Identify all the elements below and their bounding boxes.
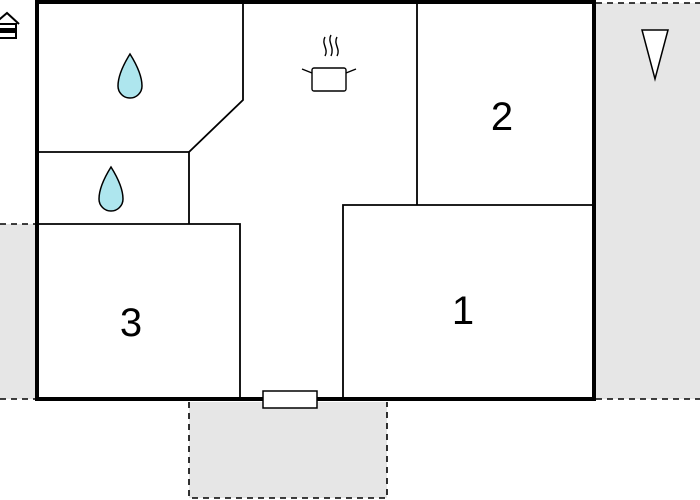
terrace-bottom <box>189 402 387 498</box>
wall-room-3 <box>37 223 241 399</box>
room-3-label: 3 <box>120 301 142 345</box>
entrance-door <box>262 390 318 409</box>
wall-room-1 <box>342 204 594 399</box>
cooking-pot-icon <box>301 34 357 92</box>
water-drop-icon <box>98 165 124 212</box>
water-drop-icon <box>117 52 143 99</box>
room-2-label: 2 <box>491 95 513 139</box>
house-icon <box>0 11 20 39</box>
boundary-bottom-terrace <box>188 402 388 499</box>
terrace-right <box>596 3 700 399</box>
wall-bathroom-diagonal <box>188 2 244 224</box>
terrace-left <box>0 224 36 399</box>
room-1-label: 1 <box>452 289 474 333</box>
north-arrow-icon <box>641 29 669 82</box>
